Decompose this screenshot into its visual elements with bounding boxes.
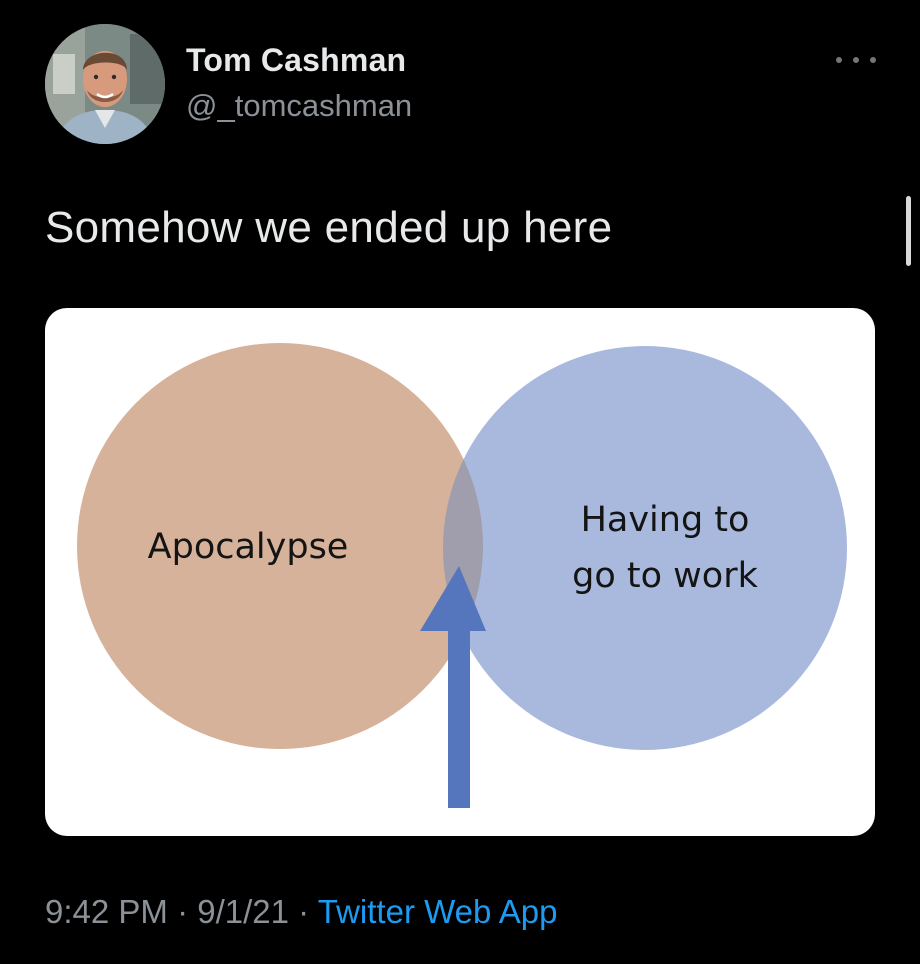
scrollbar[interactable] [906, 196, 911, 266]
author-name[interactable]: Tom Cashman [186, 42, 407, 78]
avatar-photo-icon [45, 24, 165, 144]
more-dot-icon [870, 57, 876, 63]
tweet-media-image[interactable]: Apocalypse Having to go to work [45, 308, 875, 836]
avatar[interactable] [45, 24, 165, 144]
tweet-source-link[interactable]: Twitter Web App [317, 893, 558, 930]
more-options-button[interactable] [836, 48, 876, 72]
venn-label-work-line2: go to work [572, 556, 758, 596]
meta-separator: · [177, 893, 189, 930]
more-dot-icon [836, 57, 842, 63]
venn-circle-work [443, 346, 847, 750]
more-dot-icon [853, 57, 859, 63]
top-edge [0, 0, 920, 6]
tweet-text: Somehow we ended up here [45, 203, 613, 252]
venn-label-apocalypse: Apocalypse [148, 527, 349, 567]
tweet-date: 9/1/21 [197, 893, 289, 930]
tweet-meta: 9:42 PM · 9/1/21 · Twitter Web App [45, 893, 557, 931]
tweet-time: 9:42 PM [45, 893, 168, 930]
up-arrow-icon [420, 566, 486, 808]
author-handle[interactable]: @_tomcashman [186, 88, 413, 123]
venn-diagram: Apocalypse Having to go to work [77, 343, 847, 808]
meta-separator: · [298, 893, 310, 930]
venn-label-work-line1: Having to [581, 500, 750, 540]
venn-circle-apocalypse [77, 343, 483, 749]
